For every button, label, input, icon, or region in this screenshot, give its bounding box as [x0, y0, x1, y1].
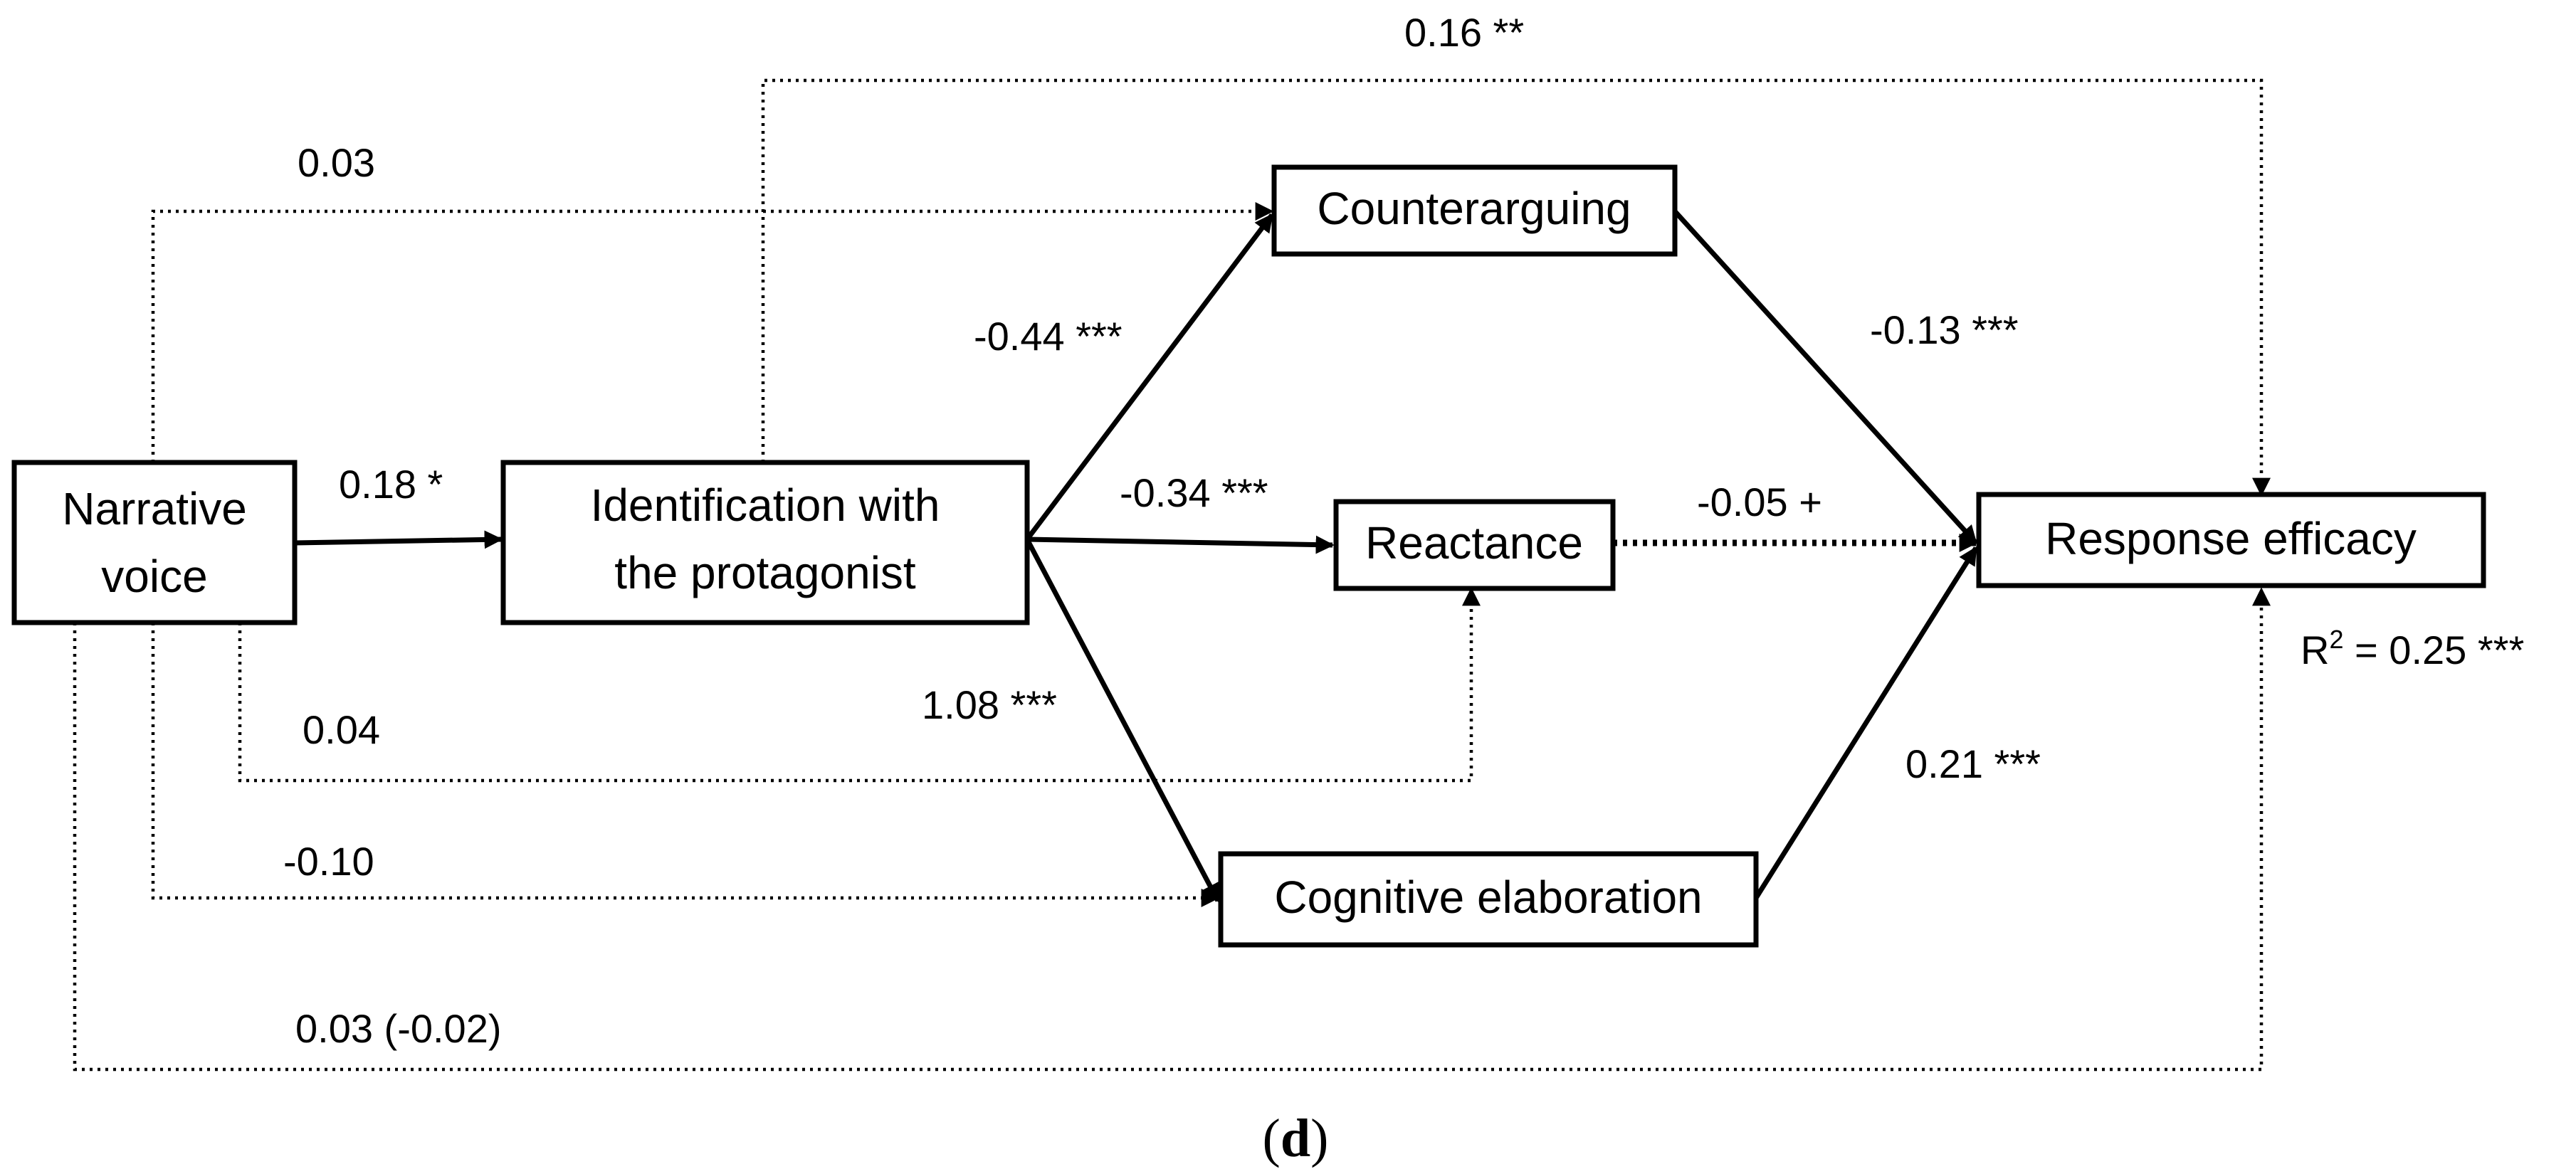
path-ident-to-response-direct: [761, 78, 2271, 497]
coef-nv-to-counterarguing: 0.03: [298, 140, 375, 185]
path-cognitive-to-response: [1754, 546, 1978, 899]
panel-label-open: (: [1263, 1109, 1281, 1168]
node-narrative-voice-line-1: Narrative: [62, 483, 247, 534]
r-squared-value: = 0.25 ***: [2343, 628, 2524, 672]
coef-ident-to-response-direct: 0.16 **: [1404, 10, 1524, 55]
node-identification-line-1: Identification with: [591, 480, 940, 531]
r-squared-superscript: 2: [2329, 625, 2343, 654]
node-identification-line-2: the protagonist: [614, 547, 916, 598]
node-reactance: Reactance: [1333, 499, 1616, 591]
coef-nv-to-reactance: 0.04: [303, 707, 380, 752]
coef-reactance-to-response: -0.05 +: [1697, 480, 1822, 524]
node-counterarguing-label: Counterarguing: [1317, 183, 1631, 234]
node-response-efficacy: Response efficacy: [1976, 492, 2486, 588]
path-counterarguing-to-response: [1673, 209, 1978, 545]
coef-ident-to-reactance: -0.34 ***: [1120, 470, 1268, 515]
node-cognitive-elaboration-label: Cognitive elaboration: [1274, 872, 1702, 923]
node-narrative-voice-line-2: voice: [101, 551, 207, 602]
path-ident-to-reactance: [1026, 535, 1335, 554]
node-counterarguing: Counterarguing: [1271, 164, 1678, 257]
panel-label-close: ): [1310, 1109, 1328, 1168]
node-cognitive-elaboration: Cognitive elaboration: [1218, 851, 1759, 948]
path-nv-to-counterarguing: [151, 202, 1274, 462]
coef-nv-to-identification: 0.18 *: [339, 462, 443, 507]
coef-ident-to-cognitive: 1.08 ***: [922, 682, 1057, 727]
node-response-efficacy-label: Response efficacy: [2045, 513, 2417, 564]
coef-counterarguing-to-response: -0.13 ***: [1870, 307, 2019, 352]
coef-cognitive-to-response: 0.21 ***: [1905, 741, 2041, 786]
coef-nv-to-response-direct: 0.03 (-0.02): [295, 1006, 502, 1051]
panel-label: (d): [1263, 1109, 1329, 1168]
path-ident-to-counterarguing: [1025, 213, 1274, 541]
r-squared-prefix: R: [2301, 628, 2329, 672]
path-nv-to-reactance: [238, 587, 1481, 783]
path-nv-to-identification: [294, 530, 503, 549]
coef-nv-to-cognitive: -0.10: [283, 839, 374, 884]
panel-label-letter: d: [1281, 1109, 1310, 1168]
coef-ident-to-counterarguing: -0.44 ***: [974, 314, 1123, 359]
r-squared-label: R2 = 0.25 ***: [2301, 625, 2524, 672]
path-nv-to-response-direct: [73, 587, 2271, 1072]
node-reactance-label: Reactance: [1365, 517, 1583, 569]
node-narrative-voice: Narrative voice: [11, 460, 298, 625]
path-nv-to-cognitive: [151, 623, 1220, 907]
path-ident-to-cognitive: [1024, 538, 1221, 903]
node-identification: Identification with the protagonist: [500, 460, 1030, 625]
